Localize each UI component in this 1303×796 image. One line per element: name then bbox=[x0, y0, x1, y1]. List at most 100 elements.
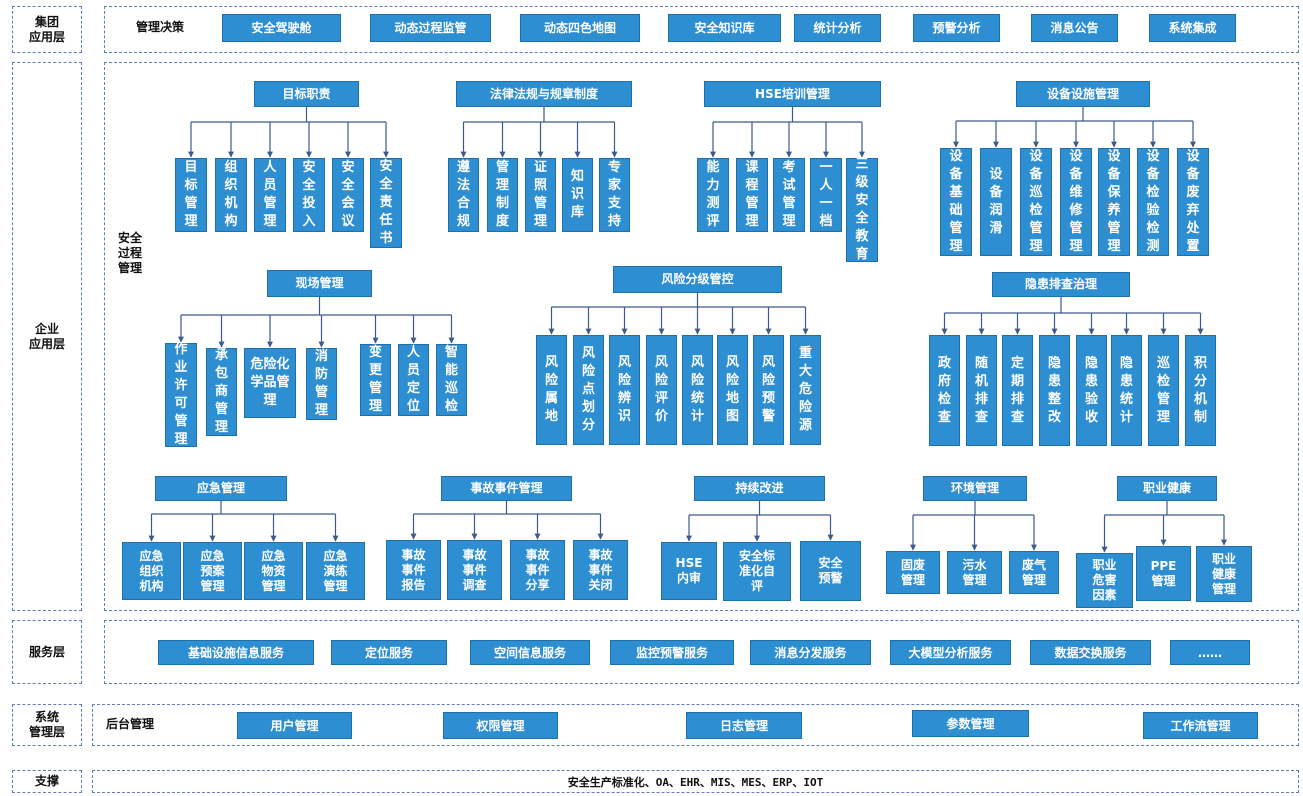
module-child-button[interactable]: 设备维修管理 bbox=[1060, 148, 1092, 256]
group-item-button[interactable]: 动态四色地图 bbox=[520, 14, 640, 42]
group-item-button[interactable]: 安全知识库 bbox=[668, 14, 781, 42]
module-header-button[interactable]: 持续改进 bbox=[694, 476, 825, 501]
service-item-button[interactable]: 数据交换服务 bbox=[1030, 640, 1151, 665]
system-item-button[interactable]: 用户管理 bbox=[237, 712, 352, 739]
module-child-button[interactable]: 安全责任书 bbox=[370, 158, 402, 248]
module-child-button[interactable]: 定期排查 bbox=[1002, 335, 1033, 446]
system-item-button[interactable]: 权限管理 bbox=[443, 712, 558, 739]
module-child-button[interactable]: 一人一档 bbox=[810, 158, 842, 232]
module-child-button[interactable]: 事故 事件 报告 bbox=[386, 540, 441, 600]
service-item-button[interactable]: 空间信息服务 bbox=[470, 640, 590, 665]
module-child-button[interactable]: 事故 事件 关闭 bbox=[573, 540, 628, 600]
module-child-button[interactable]: 事故 事件 分享 bbox=[510, 540, 565, 600]
module-child-button[interactable]: 事故 事件 调查 bbox=[447, 540, 502, 600]
module-child-button[interactable]: 职业 健康 管理 bbox=[1196, 546, 1252, 602]
module-child-button[interactable]: 遵法合规 bbox=[448, 158, 479, 232]
module-child-button[interactable]: 职业 危害 因素 bbox=[1076, 553, 1133, 608]
module-child-button[interactable]: 废气 管理 bbox=[1009, 551, 1059, 594]
module-child-button[interactable]: 人员管理 bbox=[254, 158, 286, 232]
module-child-button[interactable]: 风险统计 bbox=[682, 335, 713, 445]
module-header-button[interactable]: 事故事件管理 bbox=[441, 476, 572, 501]
module-child-button[interactable]: 隐患整改 bbox=[1039, 335, 1070, 446]
module-header-button[interactable]: HSE培训管理 bbox=[704, 81, 881, 107]
module-child-button[interactable]: 消防管理 bbox=[306, 348, 337, 420]
module-child-button[interactable]: 三级安全教育 bbox=[846, 157, 878, 262]
group-item-button[interactable]: 动态过程监管 bbox=[370, 14, 491, 42]
module-child-button[interactable]: 积分机制 bbox=[1185, 335, 1216, 446]
module-child-button[interactable]: 设备检验检测 bbox=[1137, 148, 1169, 256]
module-header-button[interactable]: 环境管理 bbox=[923, 476, 1027, 501]
module-child-button[interactable]: 风险预警 bbox=[753, 335, 784, 445]
module-child-button[interactable]: 知识库 bbox=[562, 158, 593, 232]
module-child-button[interactable]: 风险辨识 bbox=[609, 335, 640, 445]
service-item-button[interactable]: 基础设施信息服务 bbox=[158, 640, 314, 665]
module-child-button[interactable]: 巡检管理 bbox=[1148, 335, 1179, 446]
module-child-button[interactable]: 隐患验收 bbox=[1076, 335, 1107, 446]
module-child-button[interactable]: 设备废弃处置 bbox=[1177, 148, 1209, 256]
module-child-button[interactable]: 变更管理 bbox=[360, 344, 391, 416]
module-child-button[interactable]: 应急 物资 管理 bbox=[244, 542, 303, 600]
module-child-button[interactable]: 安全标 准化自 评 bbox=[723, 542, 791, 601]
module-child-button[interactable]: 政府检查 bbox=[929, 335, 960, 446]
group-item-button[interactable]: 消息公告 bbox=[1031, 14, 1118, 42]
module-child-button[interactable]: 风险点划分 bbox=[573, 335, 604, 445]
group-item-button[interactable]: 安全驾驶舱 bbox=[222, 14, 341, 42]
module-child-button[interactable]: 危险化学品管理 bbox=[244, 348, 296, 418]
module-child-button[interactable]: 风险地图 bbox=[717, 335, 748, 445]
module-child-button[interactable]: 考试管理 bbox=[773, 158, 805, 232]
module-child-button[interactable]: 风险属地 bbox=[536, 335, 567, 445]
module-child-button[interactable]: 隐患统计 bbox=[1111, 335, 1142, 446]
module-child-button[interactable]: 固废 管理 bbox=[886, 551, 940, 594]
module-child-button[interactable]: 智能巡检 bbox=[436, 344, 467, 416]
module-child-button[interactable]: 随机排查 bbox=[966, 335, 997, 446]
module-child-button[interactable]: 应急 演练 管理 bbox=[306, 542, 365, 600]
module-header-button[interactable]: 目标职责 bbox=[254, 81, 359, 107]
module-child-button[interactable]: 目标管理 bbox=[175, 158, 207, 232]
module-header-button[interactable]: 隐患排查治理 bbox=[992, 272, 1130, 297]
module-child-button[interactable]: 设备润滑 bbox=[980, 148, 1012, 256]
module-header-button[interactable]: 应急管理 bbox=[155, 476, 287, 501]
module-header-button[interactable]: 设备设施管理 bbox=[1016, 81, 1150, 107]
module-child-button[interactable]: HSE 内审 bbox=[661, 542, 717, 600]
system-item-button[interactable]: 参数管理 bbox=[912, 710, 1029, 737]
service-item-button[interactable]: 消息分发服务 bbox=[750, 640, 871, 665]
module-child-button[interactable]: 承包商管理 bbox=[206, 348, 237, 436]
module-child-button[interactable]: PPE 管理 bbox=[1136, 546, 1191, 601]
module-child-button[interactable]: 专家支持 bbox=[599, 158, 630, 232]
enterprise-side-label: 安全 过程 管理 bbox=[118, 231, 143, 275]
service-item-button[interactable]: 监控预警服务 bbox=[610, 640, 734, 665]
module-header-button[interactable]: 风险分级管控 bbox=[613, 266, 782, 293]
module-child-button[interactable]: 组织机构 bbox=[215, 158, 247, 232]
module-child-button[interactable]: 安全投入 bbox=[293, 158, 325, 232]
module-child-button[interactable]: 应急 组织 机构 bbox=[122, 542, 181, 600]
vertical-label: 危险化学品管理 bbox=[250, 357, 290, 408]
module-child-button[interactable]: 污水 管理 bbox=[947, 551, 1002, 594]
module-child-button[interactable]: 证照管理 bbox=[525, 158, 556, 232]
system-item-button[interactable]: 日志管理 bbox=[686, 712, 802, 739]
service-item-button[interactable]: 定位服务 bbox=[331, 640, 447, 665]
module-child-button[interactable]: 管理制度 bbox=[487, 158, 518, 232]
module-child-button[interactable]: 应急 预案 管理 bbox=[183, 542, 242, 600]
module-header-button[interactable]: 职业健康 bbox=[1117, 476, 1217, 501]
module-child-button[interactable]: 安全会议 bbox=[332, 158, 364, 232]
module-header-button[interactable]: 现场管理 bbox=[267, 270, 372, 297]
module-child-button[interactable]: 课程管理 bbox=[736, 158, 768, 232]
module-child-button[interactable]: 能力测评 bbox=[697, 158, 729, 232]
module-child-button[interactable]: 人员定位 bbox=[398, 344, 429, 416]
module-child-button[interactable]: 重大危险源 bbox=[790, 335, 821, 445]
service-item-button[interactable]: …… bbox=[1170, 640, 1250, 665]
module-child-button[interactable]: 设备保养管理 bbox=[1098, 148, 1130, 256]
service-item-button[interactable]: 大模型分析服务 bbox=[890, 640, 1011, 665]
module-header-button[interactable]: 法律法规与规章制度 bbox=[456, 81, 632, 107]
module-child-button[interactable]: 设备巡检管理 bbox=[1020, 148, 1052, 256]
group-item-button[interactable]: 系统集成 bbox=[1149, 14, 1236, 42]
module-child-button[interactable]: 作业许可管理 bbox=[165, 342, 197, 447]
module-child-button[interactable]: 安全 预警 bbox=[800, 541, 861, 601]
vertical-label: 人员管理 bbox=[263, 160, 277, 229]
group-item-button[interactable]: 预警分析 bbox=[913, 14, 1000, 42]
module-child-button[interactable]: 设备基础管理 bbox=[940, 148, 972, 256]
vertical-label: 智能巡检 bbox=[444, 345, 458, 414]
module-child-button[interactable]: 风险评价 bbox=[646, 335, 677, 445]
group-item-button[interactable]: 统计分析 bbox=[794, 14, 881, 42]
system-item-button[interactable]: 工作流管理 bbox=[1143, 712, 1258, 739]
